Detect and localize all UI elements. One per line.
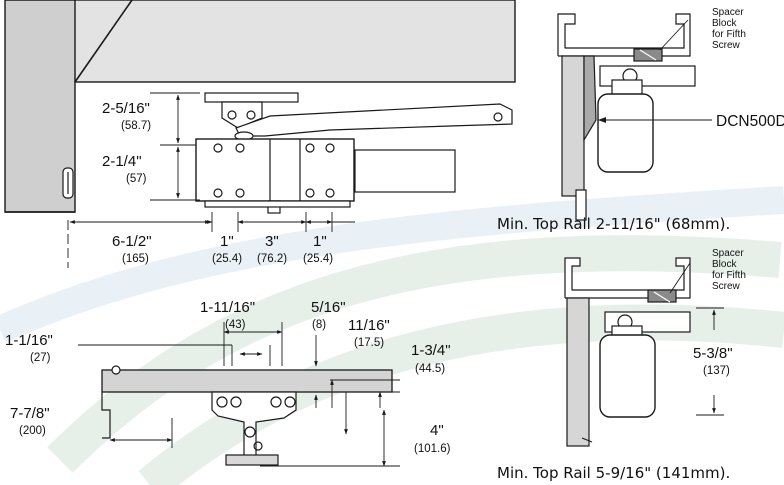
dim-b1-value: 1-11/16"	[200, 299, 255, 316]
dim-d3-mm: (165)	[122, 253, 149, 265]
dim-b3-mm: (17.5)	[354, 337, 384, 349]
dim-rail-mm: (137)	[703, 365, 730, 377]
spacer-label-bottom-2: Block	[712, 259, 737, 270]
dim-b2-mm: (8)	[312, 319, 326, 331]
spacer-label-top-3: for Fifth	[712, 29, 746, 40]
dim-d2-mm: (57)	[126, 173, 147, 185]
door-frame	[4, 0, 133, 213]
dim-d3-value: 6-1/2"	[112, 233, 152, 250]
dim-d1-value: 2-5/16"	[102, 100, 150, 117]
dim-b6-value: 7-7/8"	[10, 405, 50, 422]
dim-d5-mm: (76.2)	[257, 253, 287, 265]
dim-b5-value: 1-3/4"	[411, 342, 451, 359]
caption-top-rail-1: Min. Top Rail 2-11/16" (68mm).	[497, 215, 730, 233]
dim-d6-mm: (25.4)	[303, 253, 333, 265]
dim-d2-value: 2-1/4"	[102, 153, 142, 170]
dim-b1-mm: (43)	[225, 319, 246, 331]
dim-b6-mm: (200)	[19, 425, 46, 437]
dim-d1-mm: (58.7)	[121, 120, 151, 132]
spacer-label-bottom-3: for Fifth	[712, 270, 746, 281]
header-frame	[74, 0, 516, 83]
closer-body	[195, 138, 456, 214]
caption-top-rail-2: Min. Top Rail 5-9/16" (141mm).	[497, 464, 730, 482]
spacer-label-top-1: Spacer	[712, 7, 744, 18]
section-bottom-detail	[564, 257, 724, 447]
dim-d5-value: 3"	[265, 233, 279, 250]
dim-b7-value: 4"	[430, 422, 444, 439]
dim-b4-mm: (27)	[30, 352, 51, 364]
dim-b4-value: 1-1/16"	[5, 332, 53, 349]
section-top-detail	[557, 13, 712, 221]
model-label: DCN500DP1	[716, 113, 784, 130]
dim-b2-value: 5/16"	[311, 299, 346, 316]
closer-arm	[204, 92, 513, 141]
dim-d4-mm: (25.4)	[212, 253, 242, 265]
dim-b3-value: 11/16"	[348, 317, 390, 334]
spacer-label-top-4: Screw	[712, 40, 741, 51]
dim-b7-mm: (101.6)	[414, 443, 451, 455]
dim-d6-value: 1"	[313, 233, 327, 250]
dim-rail-value: 5-3/8"	[693, 345, 733, 362]
bottom-plan-view	[78, 322, 400, 467]
spacer-label-top-2: Block	[712, 18, 737, 29]
spacer-label-bottom-1: Spacer	[712, 248, 744, 259]
spacer-label-bottom-4: Screw	[712, 281, 741, 292]
dim-d4-value: 1"	[220, 233, 234, 250]
top-rail	[101, 369, 393, 393]
dim-b5-mm: (44.5)	[415, 363, 445, 375]
top-elevation-view	[4, 0, 516, 268]
